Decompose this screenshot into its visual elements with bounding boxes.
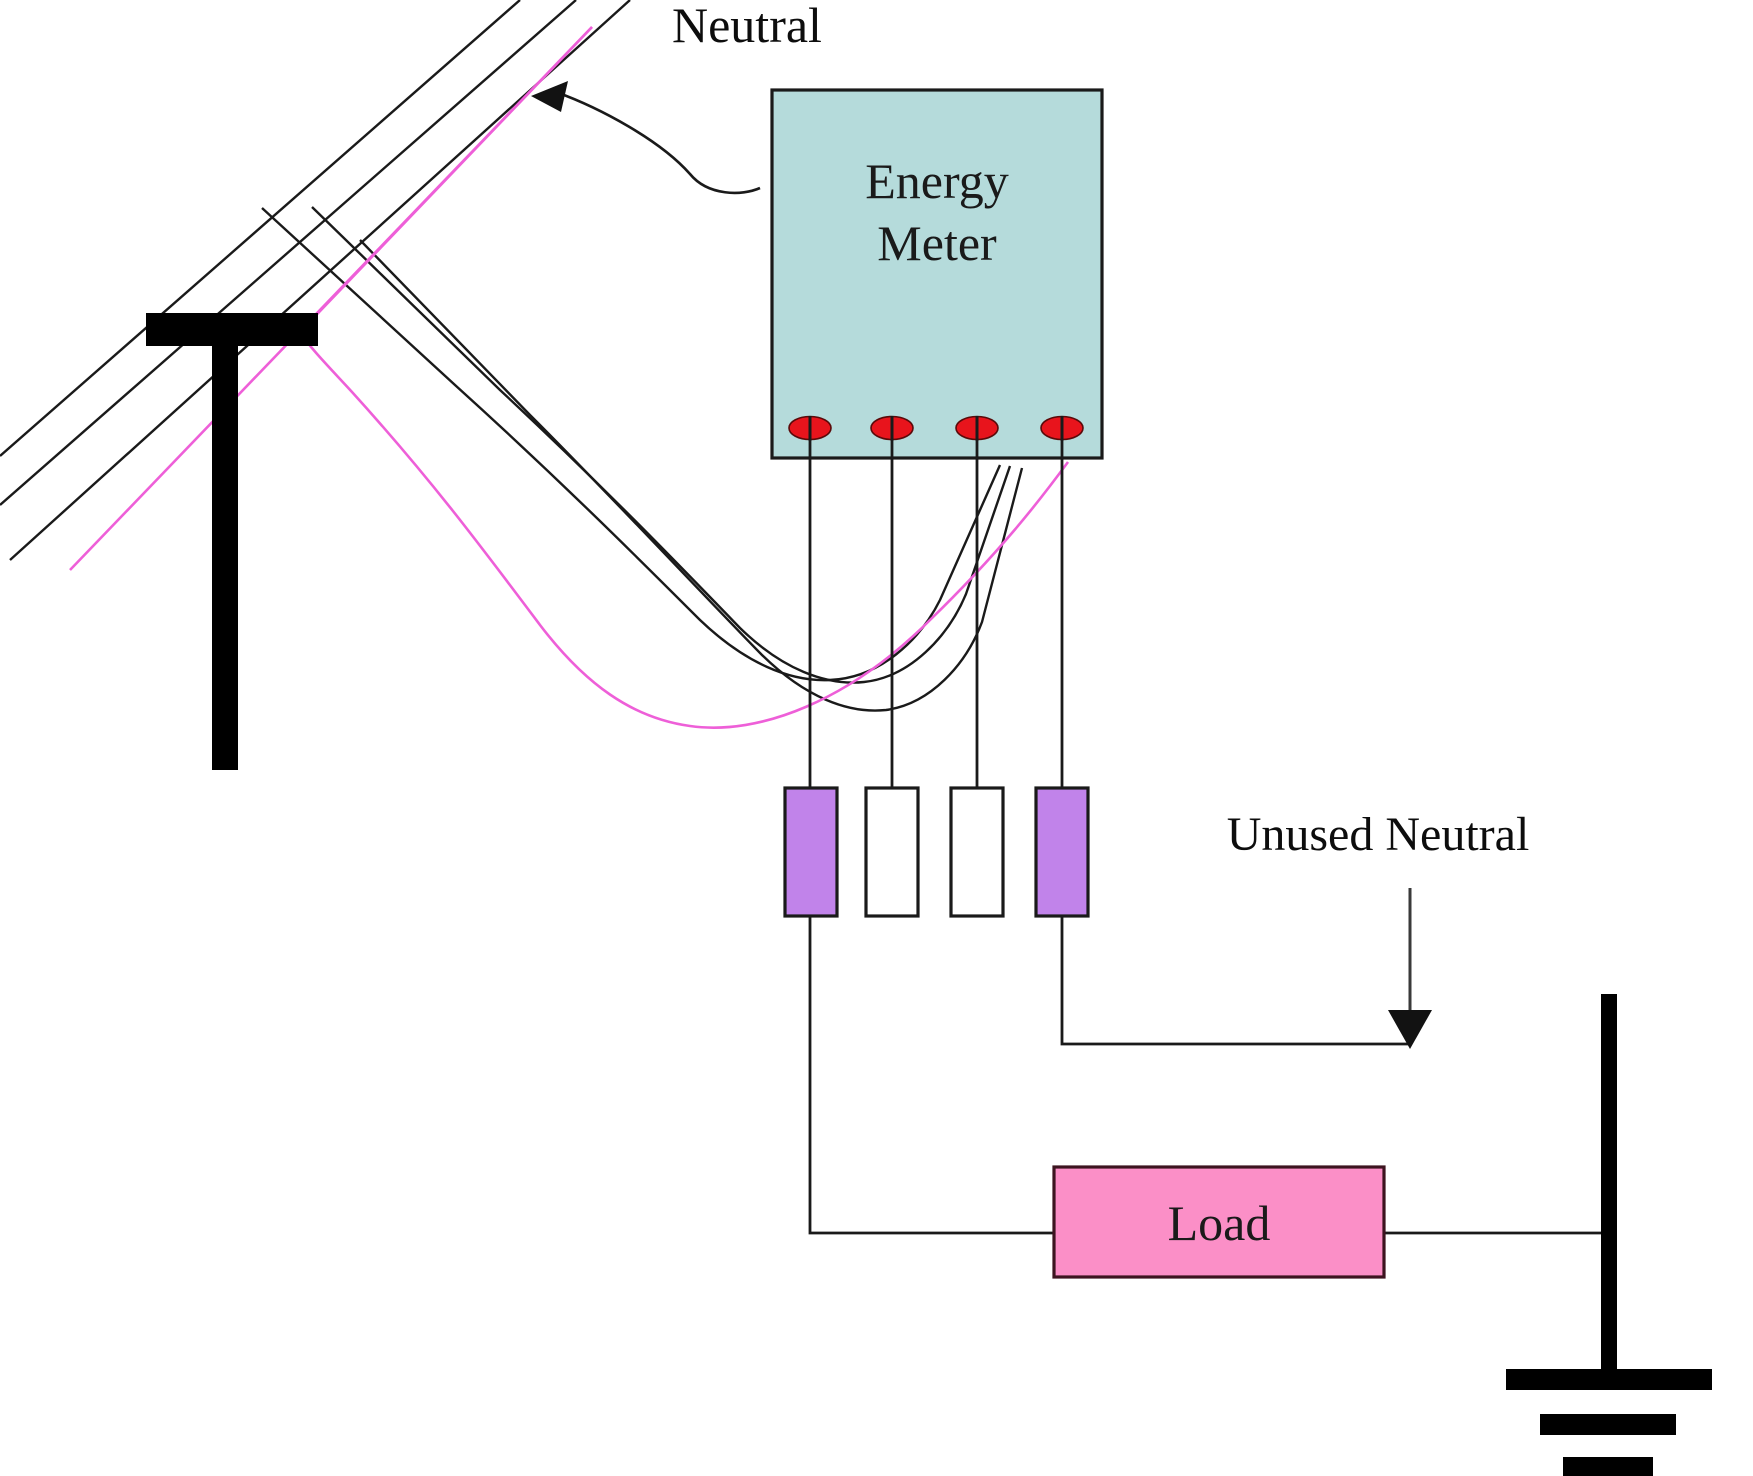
pole-mast [212,320,238,770]
meter-terminal-1[interactable] [788,415,832,441]
ground-bar-3 [1563,1457,1653,1476]
load-block[interactable]: Load [1052,1165,1386,1279]
link-blocks[interactable] [783,786,1090,918]
ground-bar-2 [1540,1414,1676,1435]
unused-neutral-label: Unused Neutral [1227,808,1530,861]
energy-meter-body [770,88,1104,460]
overhead-line-1 [0,0,521,457]
meter-terminal-4[interactable] [1040,415,1084,441]
link-block-1 [783,786,839,918]
unused-neutral-arrowhead [1388,1010,1432,1049]
load-body [1052,1165,1386,1279]
meter-terminal-2[interactable] [870,415,914,441]
neutral-return-run [1060,916,1410,1046]
service-wire-3 [359,239,1024,712]
line-feed-to-load [808,916,1054,1235]
earth-ground-symbol [1506,994,1712,1476]
overhead-line-2 [0,0,577,506]
neutral-service-drop [298,26,1070,729]
neutral-conductor [69,26,1070,729]
link-block-4 [1034,786,1090,918]
energy-meter[interactable]: Energy Meter [770,88,1104,460]
utility-pole [146,313,318,770]
ground-bar-1 [1506,1369,1712,1390]
terminal-to-link-wires [808,440,1064,788]
link-block-3 [949,786,1005,918]
load-label: Load [1168,1195,1271,1251]
neutral-label: Neutral [672,0,822,53]
neutral-callout: Neutral [531,0,822,195]
link-block-2 [864,786,920,918]
meter-terminal-block[interactable] [788,415,1084,441]
neutral-callout-arrow-line [555,90,761,195]
meter-terminal-3[interactable] [955,415,999,441]
neutral-callout-arrowhead [531,81,568,112]
energy-meter-label-line2: Meter [877,215,997,271]
energy-meter-label-line1: Energy [865,153,1008,209]
load-circuit-wires [808,916,1614,1235]
unused-neutral-callout: Unused Neutral [1227,808,1530,1049]
ground-riser [1601,994,1617,1378]
